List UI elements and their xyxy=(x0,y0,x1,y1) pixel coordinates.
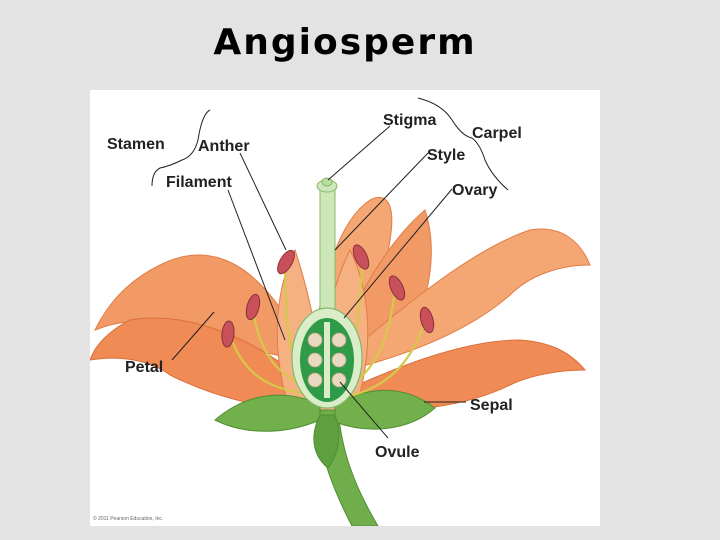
label-filament: Filament xyxy=(166,174,232,191)
flower-illustration: Stamen Anther Filament Stigma Carpel Sty… xyxy=(90,97,591,526)
label-ovary: Ovary xyxy=(452,182,497,199)
ovule-leader xyxy=(339,381,389,439)
ovule xyxy=(331,372,347,388)
filament-leader xyxy=(227,189,286,341)
stigma-leader xyxy=(327,125,391,181)
anther-6 xyxy=(419,306,435,334)
copyright-notice: © 2011 Pearson Education, Inc. xyxy=(93,515,163,522)
petal-back-right xyxy=(339,228,591,373)
anther-1 xyxy=(277,249,295,275)
ovule xyxy=(331,352,347,368)
label-sepal: Sepal xyxy=(470,397,513,414)
filament-6 xyxy=(341,319,427,400)
sepal-center xyxy=(313,414,340,469)
style-leader xyxy=(334,152,429,251)
stamen-bracket xyxy=(151,109,211,187)
carpel-bracket xyxy=(417,97,509,191)
label-stamen: Stamen xyxy=(107,136,165,153)
anther-3 xyxy=(221,320,235,348)
sepal-right xyxy=(334,389,436,430)
label-petal: Petal xyxy=(125,359,163,376)
ovule xyxy=(331,332,347,348)
flower-diagram: Stamen Anther Filament Stigma Carpel Sty… xyxy=(90,90,600,526)
label-carpel: Carpel xyxy=(472,125,522,142)
anther-4 xyxy=(352,244,370,270)
label-anther: Anther xyxy=(198,138,250,155)
anther-leader xyxy=(239,152,287,251)
petal-leader xyxy=(171,311,215,361)
anther-5 xyxy=(388,275,406,301)
ovule xyxy=(307,332,323,348)
slide-title: Angiosperm xyxy=(213,22,477,63)
ovary-septum xyxy=(324,322,330,398)
sepal-left xyxy=(214,394,321,432)
anther-2 xyxy=(245,293,261,321)
petal-front-left xyxy=(90,317,316,411)
ovule xyxy=(307,372,323,388)
stigma xyxy=(316,177,338,193)
ovary-leader xyxy=(343,188,453,319)
anthers xyxy=(221,244,435,348)
ovule xyxy=(307,352,323,368)
label-style: Style xyxy=(427,147,465,164)
label-stigma: Stigma xyxy=(383,112,436,129)
label-ovule: Ovule xyxy=(375,444,420,461)
ovules xyxy=(307,332,347,388)
